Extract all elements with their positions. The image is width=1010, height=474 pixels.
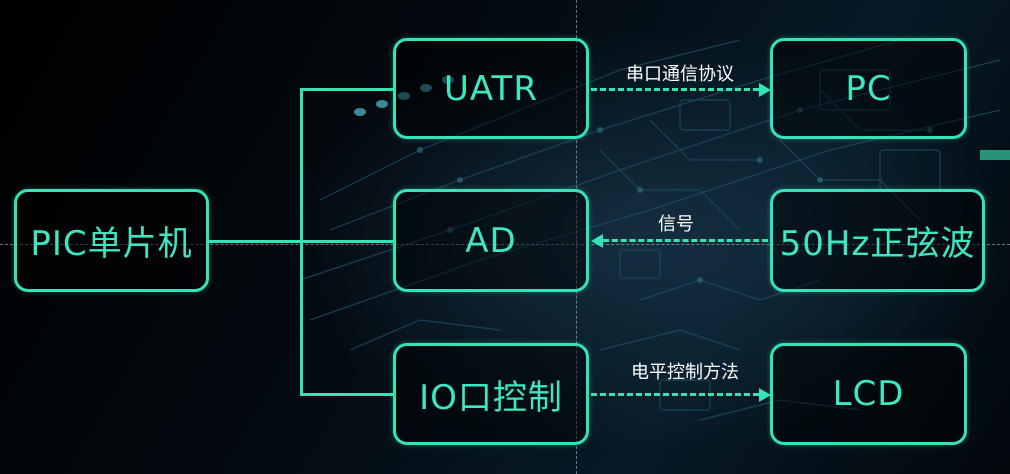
connector-bus-to-io: [300, 393, 395, 396]
node-io-label: IO口控制: [419, 377, 563, 418]
node-pc: PC: [770, 38, 967, 139]
connector-bus-to-ad: [300, 240, 395, 243]
arrowhead-uatr-to-pc: [759, 83, 771, 97]
node-ad-label: AD: [465, 220, 517, 261]
edge-sine-ad-label: 信号: [658, 214, 694, 235]
node-pic-microcontroller: PIC单片机: [14, 189, 209, 292]
arrowhead-io-to-lcd: [759, 388, 771, 402]
horizontal-guide-line: [0, 244, 1010, 245]
edge-uatr-to-pc: [591, 88, 759, 91]
edge-uatr-pc-label: 串口通信协议: [626, 64, 734, 85]
edge-io-lcd-label: 电平控制方法: [631, 362, 739, 383]
arrowhead-sine-to-ad: [591, 234, 603, 248]
connector-pic-trunk: [208, 240, 302, 243]
node-sine-label: 50Hz正弦波: [779, 224, 976, 264]
node-pic-label: PIC单片机: [30, 224, 193, 264]
node-pc-label: PC: [845, 68, 892, 109]
connector-bus-to-uatr: [300, 88, 395, 91]
node-io-control: IO口控制: [393, 343, 589, 445]
node-ad: AD: [393, 189, 589, 292]
node-lcd-label: LCD: [832, 374, 905, 414]
edge-sine-to-ad: [603, 239, 768, 242]
node-uatr-label: UATR: [444, 68, 538, 109]
vertical-guide-line: [576, 0, 577, 474]
node-lcd: LCD: [770, 343, 967, 445]
node-sine-wave: 50Hz正弦波: [770, 189, 985, 292]
node-uatr: UATR: [393, 38, 589, 139]
edge-io-to-lcd: [591, 393, 759, 396]
